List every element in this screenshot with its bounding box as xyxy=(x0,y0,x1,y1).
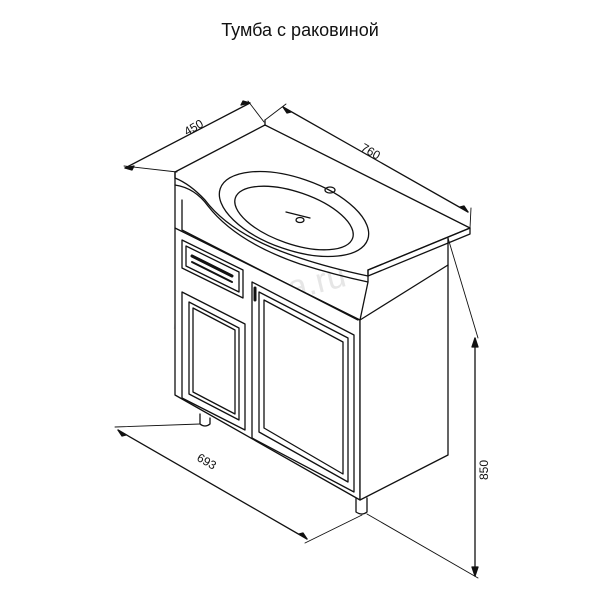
dimension-height-label: 850 xyxy=(477,460,491,480)
sink-basin xyxy=(218,170,370,258)
left-door xyxy=(181,291,246,431)
faucet-hole xyxy=(324,186,336,194)
countertop xyxy=(174,119,471,283)
drain xyxy=(295,216,305,224)
drawer xyxy=(181,239,244,299)
dimension-height: 850 xyxy=(366,237,491,579)
dimension-top-width-label: 760 xyxy=(359,140,384,162)
diagram-title: Тумба с раковиной xyxy=(221,20,379,40)
right-door xyxy=(251,281,355,493)
cabinet-body xyxy=(174,184,449,501)
dimension-depth-label: 450 xyxy=(182,116,207,138)
dimension-base-width-label: 693 xyxy=(195,450,220,472)
